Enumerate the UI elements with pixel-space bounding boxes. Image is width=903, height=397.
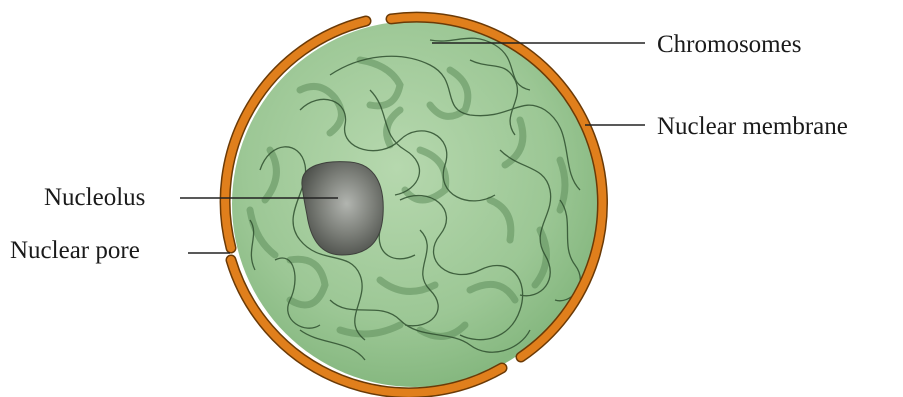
chromosomes-label: Chromosomes: [657, 30, 801, 60]
nuclear-pore-label: Nuclear pore: [10, 236, 140, 266]
nucleolus-label: Nucleolus: [44, 183, 145, 213]
nuclear-membrane-label: Nuclear membrane: [657, 112, 848, 142]
